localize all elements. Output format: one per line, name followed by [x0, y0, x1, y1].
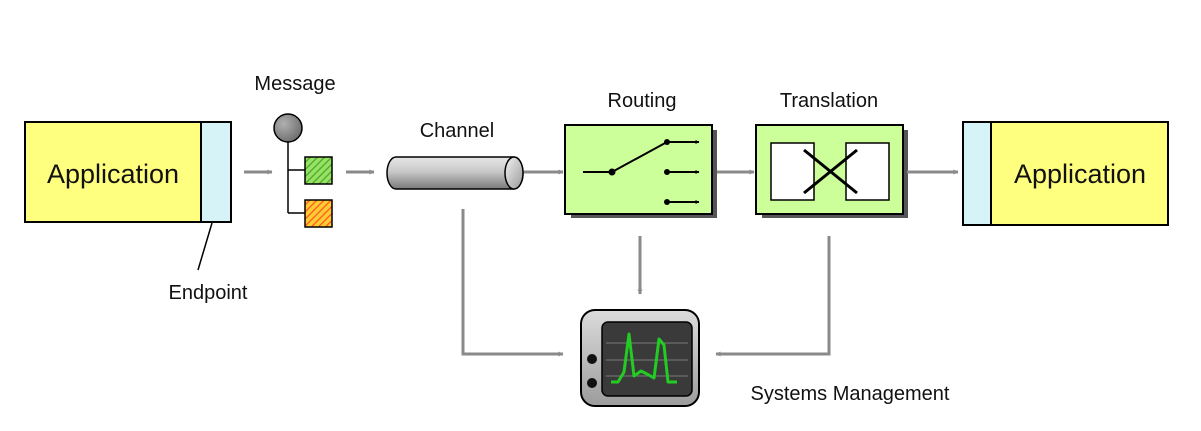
- application-left-label: Application: [47, 159, 179, 189]
- channel-label: Channel: [420, 120, 495, 142]
- routing-box: [564, 124, 717, 218]
- application-right-box: [990, 121, 1169, 226]
- application-left: Application: [24, 121, 232, 223]
- translation-label: Translation: [780, 90, 878, 112]
- monitor-knob-bottom: [587, 378, 597, 388]
- arrow-translation-to-management: [715, 236, 831, 357]
- routing-label: Routing: [608, 90, 677, 112]
- monitor-knob-top: [587, 354, 597, 364]
- arrow-channel-to-management: [461, 209, 564, 357]
- endpoint-left: [200, 121, 232, 223]
- endpoint-label: Endpoint: [169, 282, 248, 304]
- message-header-ball: [273, 113, 303, 143]
- monitor-signal-trace: [611, 332, 677, 384]
- endpoint-right: [962, 121, 994, 226]
- message-body-orange: [304, 199, 333, 228]
- translator-cross-icon: [770, 142, 890, 201]
- application-right-label: Application: [1014, 159, 1146, 189]
- monitor-icon: [580, 309, 700, 407]
- message-label: Message: [254, 73, 335, 95]
- application-left-box: [24, 121, 206, 223]
- systems-management-label: Systems Management: [751, 383, 950, 405]
- router-switch-icon: [583, 139, 700, 205]
- channel-pipe-icon: [386, 156, 524, 190]
- message-icon: [273, 113, 333, 228]
- message-body-green: [304, 156, 333, 185]
- endpoint-pointer-line: [197, 222, 213, 271]
- application-right: Application: [962, 121, 1169, 226]
